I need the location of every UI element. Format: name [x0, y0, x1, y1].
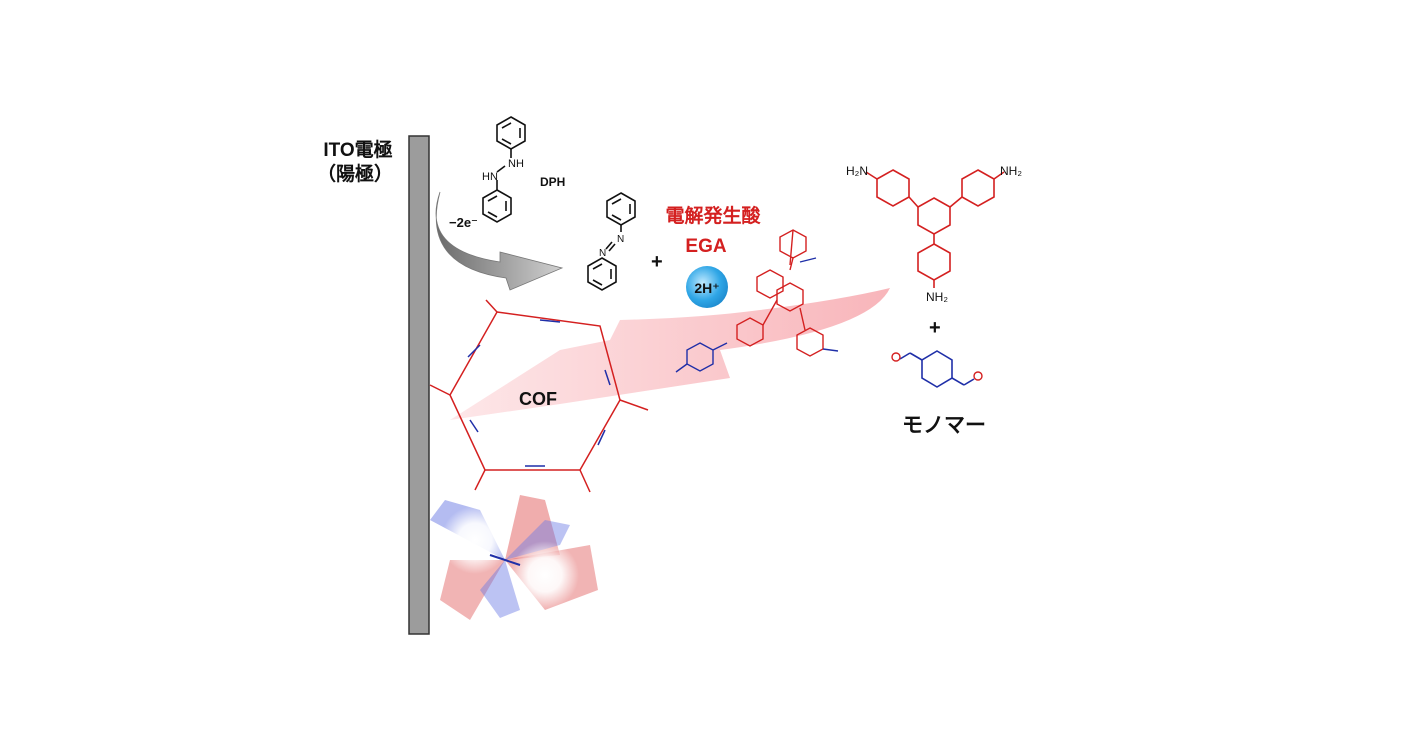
azo-n2-label: N: [599, 248, 606, 259]
cof-network: [429, 299, 649, 493]
ito-electrode-bar: [408, 135, 430, 635]
dph-molecule: [482, 116, 526, 223]
dph-label: DPH: [540, 175, 565, 189]
ega-title-jp: 電解発生酸: [665, 204, 761, 227]
proton-label: 2H⁺: [694, 280, 719, 296]
aldehyde-o-left: [891, 352, 901, 362]
triamine-monomer: [865, 169, 1005, 288]
ega-title-en: EGA: [685, 236, 726, 257]
electrode-label-line1: ITO電極: [323, 138, 392, 161]
oxidation-electron-label: −2e⁻: [449, 215, 478, 230]
dialdehyde-monomer: [899, 350, 975, 388]
plus-sign-1: +: [651, 251, 663, 273]
cof-pore-pinwheel: [430, 495, 598, 620]
monomer-nh2-left: H₂N: [846, 164, 868, 178]
azo-n1-label: N: [617, 234, 624, 245]
oxidation-gray-arrow: [435, 191, 564, 291]
monomer-nh2-right: NH₂: [1000, 164, 1022, 178]
pink-reaction-arrow: [450, 288, 890, 420]
azobenzene-molecule: [587, 192, 636, 291]
cof-label: COF: [519, 389, 557, 409]
monomer-nh2-bottom: NH₂: [926, 290, 948, 304]
dph-hn-label: HN: [482, 171, 498, 183]
monomer-plus-sign: +: [929, 317, 941, 339]
aldehyde-o-right: [973, 371, 983, 381]
dph-nh-label: NH: [508, 158, 524, 170]
imine-fragment: [675, 229, 839, 373]
monomer-label: モノマー: [902, 414, 986, 437]
proton-bubble: [686, 266, 728, 308]
electrode-label-line2: （陽極）: [317, 162, 393, 185]
